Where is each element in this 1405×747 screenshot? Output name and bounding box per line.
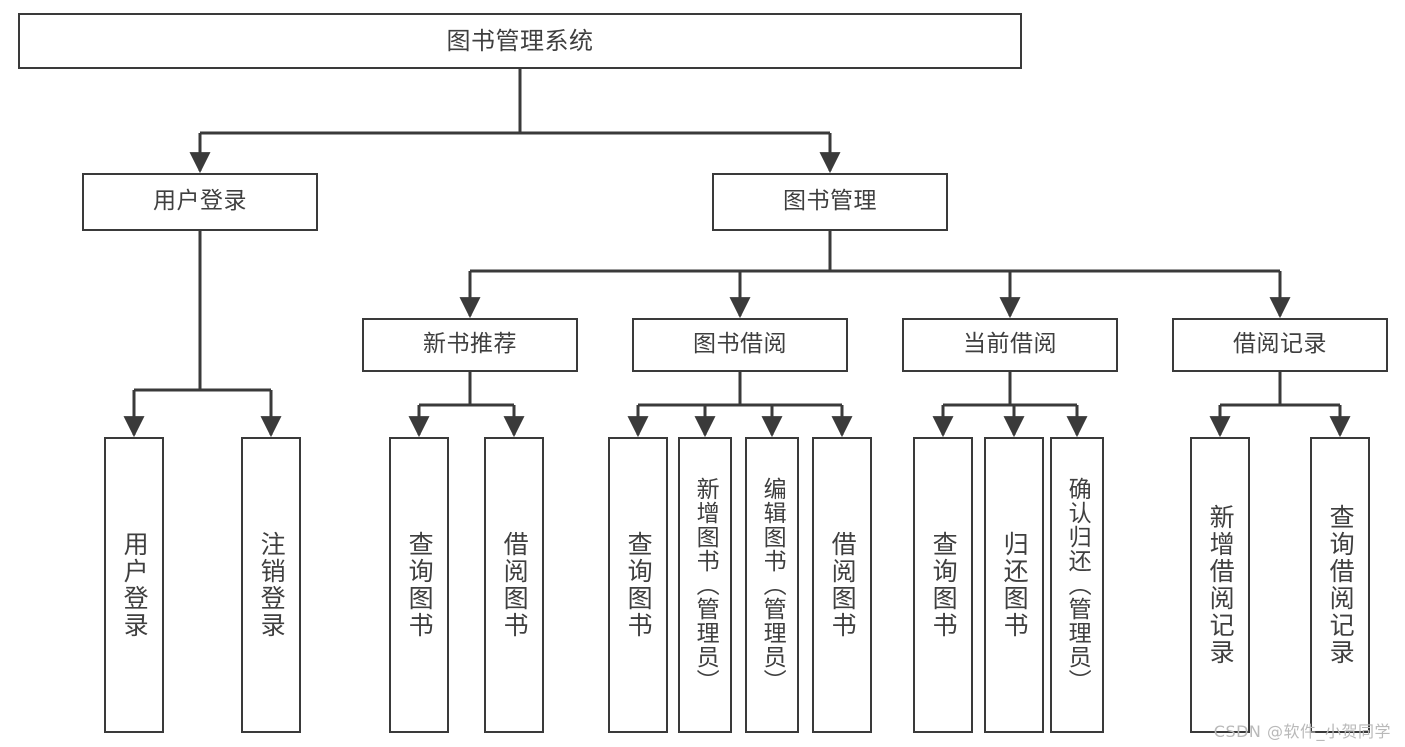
node-label: 查询图书	[405, 531, 435, 639]
node-label: 用户登录	[153, 188, 247, 215]
node-label: 图书管理系统	[446, 26, 594, 55]
node-label: 查询借阅记录	[1326, 504, 1356, 666]
node-leaf-borrow-book[interactable]: 借阅图书	[812, 437, 872, 733]
node-leaf-query-book-rec[interactable]: 查询图书	[389, 437, 449, 733]
node-label: 图书管理	[783, 188, 877, 215]
node-borrow-record[interactable]: 借阅记录	[1172, 318, 1388, 372]
node-leaf-query-book-borrow[interactable]: 查询图书	[608, 437, 668, 733]
node-label: 编辑图书（管理员）	[759, 477, 786, 693]
node-current-borrow[interactable]: 当前借阅	[902, 318, 1118, 372]
node-leaf-user-login[interactable]: 用户登录	[104, 437, 164, 733]
node-label: 新书推荐	[423, 331, 517, 358]
node-leaf-borrow-book-rec[interactable]: 借阅图书	[484, 437, 544, 733]
node-leaf-user-logout[interactable]: 注销登录	[241, 437, 301, 733]
node-leaf-query-borrow-record[interactable]: 查询借阅记录	[1310, 437, 1370, 733]
node-new-book-rec[interactable]: 新书推荐	[362, 318, 578, 372]
node-label: 归还图书	[1000, 531, 1030, 639]
node-leaf-add-borrow-record[interactable]: 新增借阅记录	[1190, 437, 1250, 733]
node-leaf-confirm-return[interactable]: 确认归还（管理员）	[1050, 437, 1104, 733]
node-leaf-query-book-current[interactable]: 查询图书	[913, 437, 973, 733]
node-book-borrow[interactable]: 图书借阅	[632, 318, 848, 372]
node-label: 确认归还（管理员）	[1064, 477, 1091, 693]
node-label: 新增借阅记录	[1206, 504, 1236, 666]
node-label: 借阅图书	[500, 531, 530, 639]
node-user-login[interactable]: 用户登录	[82, 173, 318, 231]
node-label: 用户登录	[120, 531, 150, 639]
node-label: 查询图书	[624, 531, 654, 639]
node-label: 借阅图书	[828, 531, 858, 639]
node-label: 新增图书（管理员）	[692, 477, 719, 693]
node-label: 注销登录	[257, 531, 287, 639]
node-book-manage[interactable]: 图书管理	[712, 173, 948, 231]
node-label: 当前借阅	[963, 331, 1057, 358]
node-root[interactable]: 图书管理系统	[18, 13, 1022, 69]
node-leaf-edit-book[interactable]: 编辑图书（管理员）	[745, 437, 799, 733]
node-label: 图书借阅	[693, 331, 787, 358]
node-leaf-add-book[interactable]: 新增图书（管理员）	[678, 437, 732, 733]
watermark: CSDN @软件_小贺同学	[1213, 722, 1391, 741]
node-label: 借阅记录	[1233, 331, 1327, 358]
node-leaf-return-book[interactable]: 归还图书	[984, 437, 1044, 733]
node-label: 查询图书	[929, 531, 959, 639]
